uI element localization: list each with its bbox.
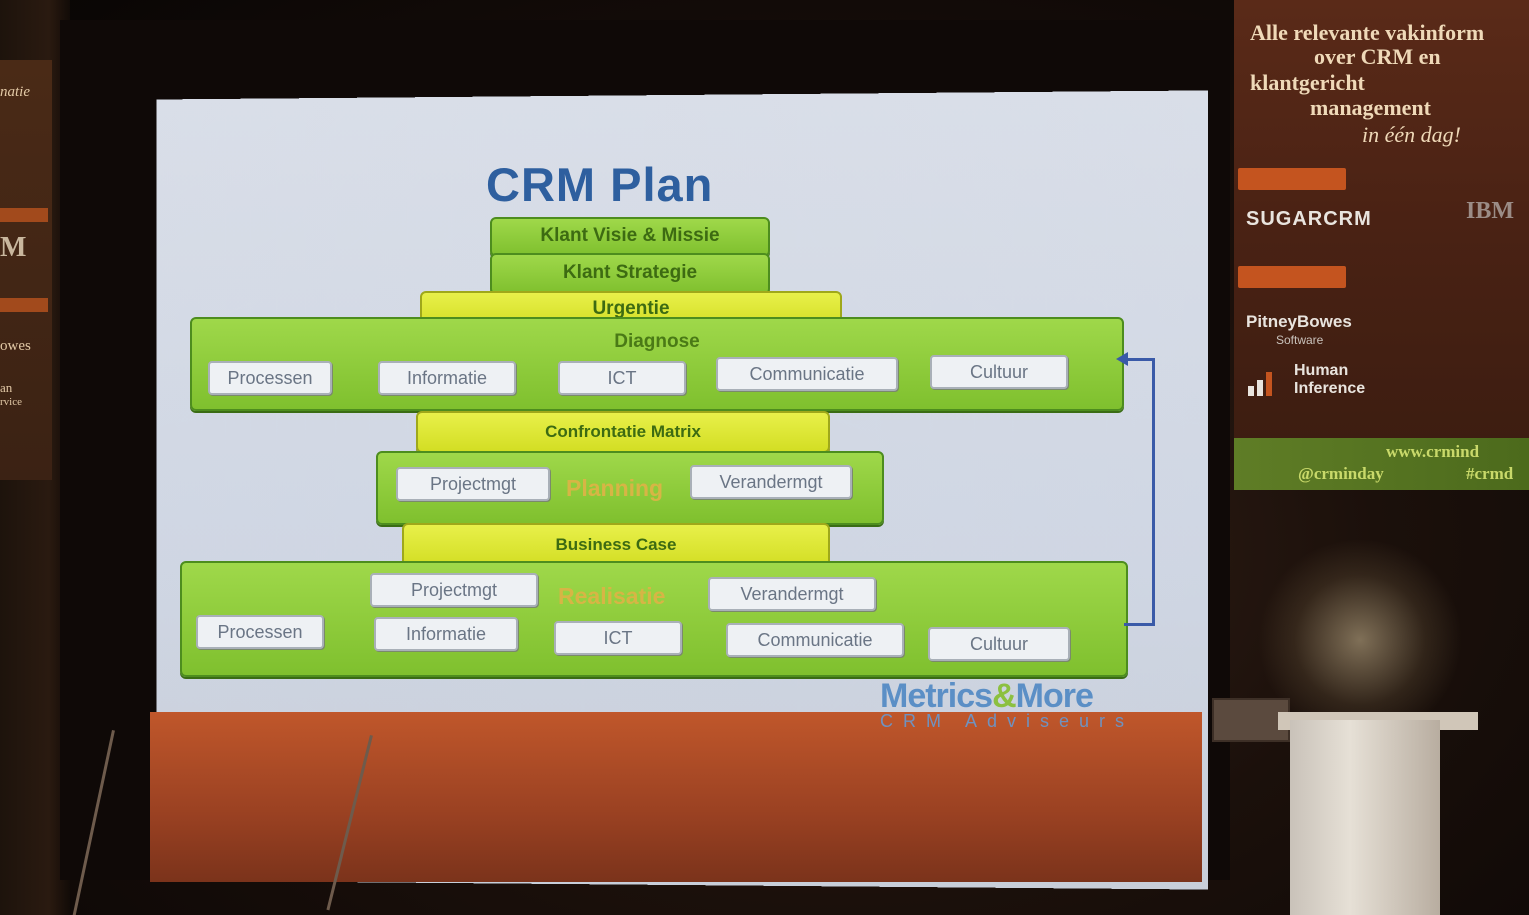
- feedback-arrow-vertical: [1152, 358, 1155, 626]
- left-banner-text: M: [0, 232, 27, 263]
- banner-headline-line: over CRM en: [1314, 44, 1441, 69]
- left-banner-text: natie: [0, 84, 30, 100]
- sponsor-human-inference: Human: [1294, 362, 1349, 379]
- diagnosis-item: Communicatie: [716, 357, 898, 391]
- realisation-item: Communicatie: [726, 623, 904, 657]
- planning-item: Projectmgt: [396, 467, 550, 501]
- diagnosis-item: Informatie: [378, 361, 516, 395]
- planning-item: Verandermgt: [690, 465, 852, 499]
- banner-red-pill: [1238, 168, 1346, 190]
- layer-label: Confrontatie Matrix: [545, 422, 701, 441]
- screen-lower-reflection: [150, 712, 1202, 882]
- sponsor-pitney-bowes: PitneyBowes: [1246, 312, 1352, 331]
- left-banner-red-pill: [0, 208, 48, 222]
- banner-headline-line: management: [1310, 95, 1431, 120]
- banner-footer-hashtag: #crmd: [1466, 464, 1514, 483]
- banner-footer: www.crmind @crminday #crmd: [1234, 438, 1529, 490]
- layer-diagnosis: Diagnose Processen Informatie ICT Commun…: [190, 317, 1124, 411]
- realisation-item: ICT: [554, 621, 682, 655]
- crm-plan-slide: CRM Plan Klant Visie & Missie Klant Stra…: [180, 105, 1195, 745]
- feedback-arrow-bottom: [1124, 623, 1154, 626]
- banner-headline-line: in één dag!: [1362, 122, 1461, 147]
- diagnosis-item: Cultuur: [930, 355, 1068, 389]
- banner-footer-url: www.crmind: [1386, 442, 1480, 461]
- slide-title: CRM Plan: [486, 158, 714, 211]
- realisation-item: Informatie: [374, 617, 518, 651]
- diagnosis-item: ICT: [558, 361, 686, 395]
- logo-ampersand: &: [992, 677, 1017, 715]
- layer-realisation: Projectmgt Realisatie Verandermgt Proces…: [180, 561, 1128, 677]
- left-banner-text: rvice: [0, 396, 22, 408]
- sponsor-human-inference: Inference: [1294, 380, 1366, 397]
- logo-tagline: CRM Adviseurs: [880, 711, 1135, 731]
- plant-decoration: [1255, 540, 1465, 740]
- feedback-arrow-top: [1124, 358, 1154, 361]
- sponsor-pitney-bowes-sub: Software: [1276, 333, 1324, 347]
- banner-headline-line: klantgericht: [1250, 70, 1365, 95]
- stage-label-planning: Planning: [566, 475, 664, 501]
- layer-label: Klant Strategie: [562, 262, 698, 283]
- left-banner-text: owes: [0, 338, 31, 354]
- human-inference-logo-icon: [1248, 372, 1274, 396]
- left-banner-red-pill: [0, 298, 48, 312]
- sponsor-ibm: IBM: [1466, 198, 1514, 224]
- diagnosis-item: Processen: [208, 361, 332, 395]
- logo-text: Metrics: [880, 677, 993, 715]
- layer-label: Urgentie: [592, 298, 670, 319]
- layer-label: Diagnose: [614, 331, 700, 352]
- right-sponsor-banner: Alle relevante vakinform over CRM en kla…: [1234, 0, 1529, 490]
- layer-label: Klant Visie & Missie: [540, 225, 720, 246]
- realisation-item: Cultuur: [928, 627, 1070, 661]
- banner-headline-line: Alle relevante vakinform: [1250, 20, 1485, 45]
- sponsor-sugarcrm: SUGARCRM: [1246, 208, 1372, 230]
- feedback-arrow-head-icon: [1116, 352, 1128, 366]
- banner-footer-twitter: @crminday: [1298, 464, 1384, 483]
- banner-red-pill: [1238, 266, 1346, 288]
- realisation-item: Processen: [196, 615, 324, 649]
- realisation-top-item: Verandermgt: [708, 577, 876, 611]
- layer-planning: Projectmgt Planning Verandermgt: [376, 451, 884, 525]
- realisation-top-item: Projectmgt: [370, 573, 538, 607]
- logo-text: More: [1015, 677, 1094, 715]
- layer-label: Business Case: [555, 535, 677, 554]
- left-sponsor-banner: natie M owes an rvice: [0, 60, 52, 480]
- stage-label-realisation: Realisatie: [558, 583, 666, 609]
- layer-confrontation-matrix: Confrontatie Matrix: [416, 411, 830, 453]
- left-banner-text: an: [0, 380, 13, 395]
- podium: [1290, 720, 1440, 915]
- layer-business-case: Business Case: [402, 523, 830, 567]
- layer-vision: Klant Visie & Missie: [490, 217, 770, 257]
- layer-strategy: Klant Strategie: [490, 253, 770, 295]
- metrics-more-logo: Metrics&More: [880, 677, 1094, 716]
